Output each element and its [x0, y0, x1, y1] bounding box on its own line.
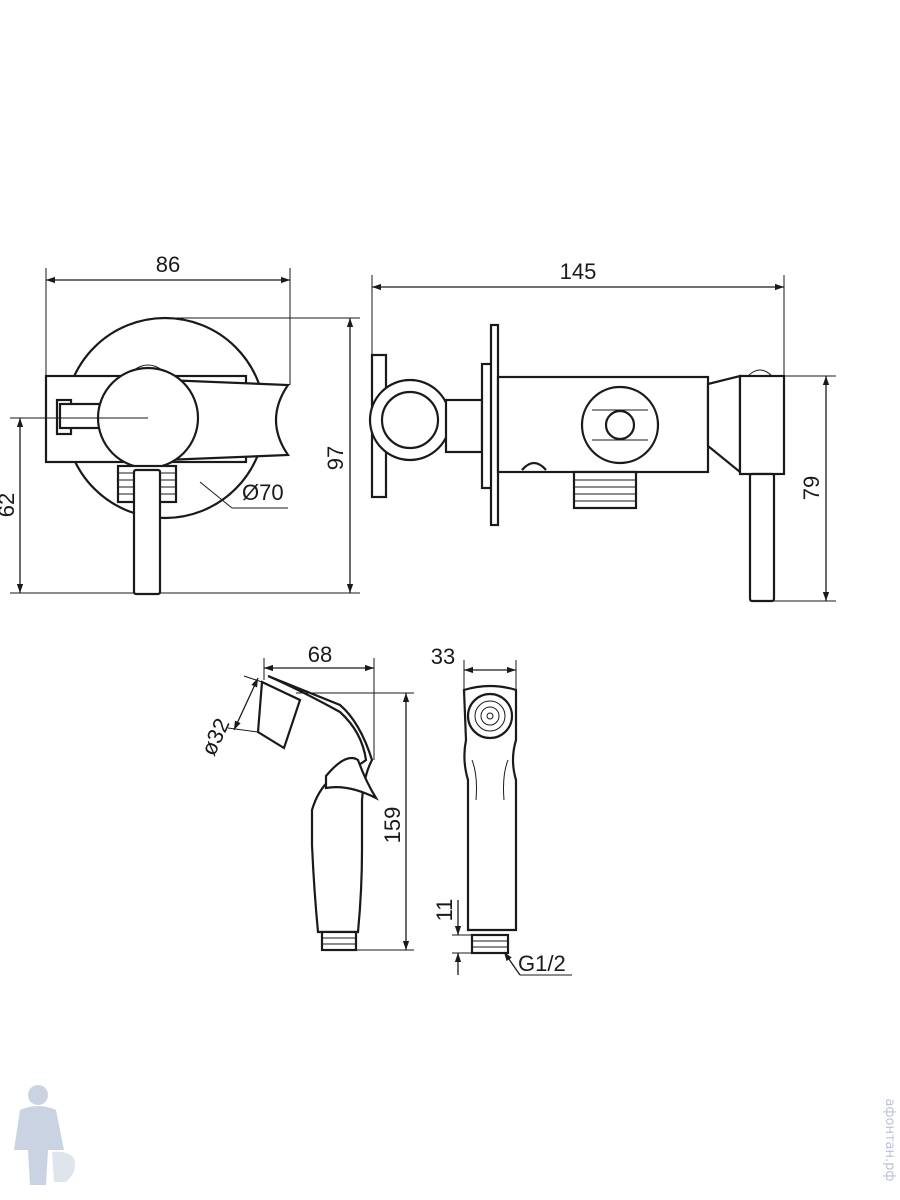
side-length-label: 145 — [560, 259, 597, 284]
side-dimensions — [371, 275, 836, 602]
hand-shower-front-view — [462, 684, 518, 955]
hand-shower-profile-dimensions — [227, 658, 414, 951]
handle-head-diameter-label: ø32 — [196, 714, 235, 759]
handle-depth-label: 68 — [308, 642, 332, 667]
handle-width-label: 33 — [431, 644, 455, 669]
flange-diameter-label: Ø70 — [242, 480, 284, 505]
thread-length-label: 11 — [432, 899, 457, 922]
hand-shower-profile-view — [256, 674, 380, 952]
plumber-mascot-logo — [14, 1085, 75, 1185]
side-height-label: 79 — [799, 476, 824, 500]
lever-height-label: 62 — [0, 493, 19, 517]
watermark-site: афонтан.рф — [882, 1098, 897, 1181]
mixer-side-view — [368, 323, 786, 603]
mixer-front-view — [44, 316, 291, 596]
handle-length-label: 159 — [380, 807, 405, 844]
front-height-label: 97 — [323, 446, 348, 470]
front-dimensions — [10, 268, 360, 594]
front-width-label: 86 — [156, 252, 180, 277]
hand-shower-front-dimensions — [452, 660, 572, 976]
thread-size-label: G1/2 — [518, 951, 566, 976]
